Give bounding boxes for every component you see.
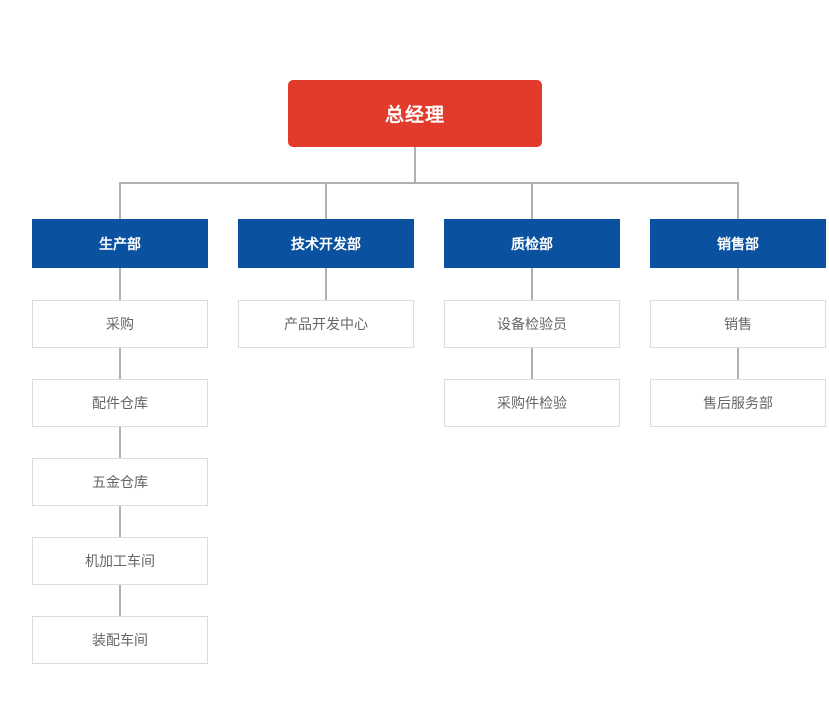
node-label: 采购件检验 bbox=[497, 395, 567, 411]
node-label: 售后服务部 bbox=[703, 395, 773, 411]
connector-line bbox=[119, 585, 121, 616]
node-box-product-dev-center: 产品开发中心 bbox=[238, 300, 414, 348]
connector-drop-techdev bbox=[325, 182, 327, 219]
node-box-equipment-inspector: 设备检验员 bbox=[444, 300, 620, 348]
dept-box-quality-inspection: 质检部 bbox=[444, 219, 620, 268]
connector-drop-sales bbox=[737, 182, 739, 219]
node-label: 配件仓库 bbox=[92, 395, 148, 411]
node-box-hardware-warehouse: 五金仓库 bbox=[32, 458, 208, 506]
node-box-assembly-workshop: 装配车间 bbox=[32, 616, 208, 664]
node-box-machining-workshop: 机加工车间 bbox=[32, 537, 208, 585]
connector-drop-production bbox=[119, 182, 121, 219]
connector-drop-qc bbox=[531, 182, 533, 219]
connector-line bbox=[737, 348, 739, 379]
dept-label: 质检部 bbox=[511, 235, 553, 252]
node-box-parts-warehouse: 配件仓库 bbox=[32, 379, 208, 427]
node-label: 装配车间 bbox=[92, 632, 148, 648]
root-box-general-manager: 总经理 bbox=[288, 80, 542, 147]
connector-line bbox=[119, 506, 121, 537]
dept-label: 生产部 bbox=[99, 235, 141, 252]
connector-line bbox=[325, 268, 327, 300]
node-box-sales: 销售 bbox=[650, 300, 826, 348]
dept-label: 销售部 bbox=[717, 235, 759, 252]
node-label: 销售 bbox=[724, 316, 752, 332]
dept-box-tech-development: 技术开发部 bbox=[238, 219, 414, 268]
node-box-purchased-parts-inspection: 采购件检验 bbox=[444, 379, 620, 427]
node-label: 采购 bbox=[106, 316, 134, 332]
dept-box-sales: 销售部 bbox=[650, 219, 826, 268]
connector-line bbox=[531, 268, 533, 300]
dept-label: 技术开发部 bbox=[291, 235, 361, 252]
connector-line bbox=[737, 268, 739, 300]
connector-line bbox=[119, 427, 121, 458]
dept-box-production: 生产部 bbox=[32, 219, 208, 268]
connector-line bbox=[119, 348, 121, 379]
node-label: 设备检验员 bbox=[497, 316, 567, 332]
connector-line bbox=[119, 268, 121, 300]
connector-root-drop bbox=[414, 147, 416, 183]
node-label: 五金仓库 bbox=[92, 474, 148, 490]
connector-line bbox=[531, 348, 533, 379]
node-label: 产品开发中心 bbox=[284, 316, 368, 332]
node-box-purchasing: 采购 bbox=[32, 300, 208, 348]
root-label: 总经理 bbox=[384, 105, 445, 126]
node-box-after-sales-service: 售后服务部 bbox=[650, 379, 826, 427]
node-label: 机加工车间 bbox=[85, 553, 155, 569]
connector-horizontal-rail bbox=[119, 182, 739, 184]
